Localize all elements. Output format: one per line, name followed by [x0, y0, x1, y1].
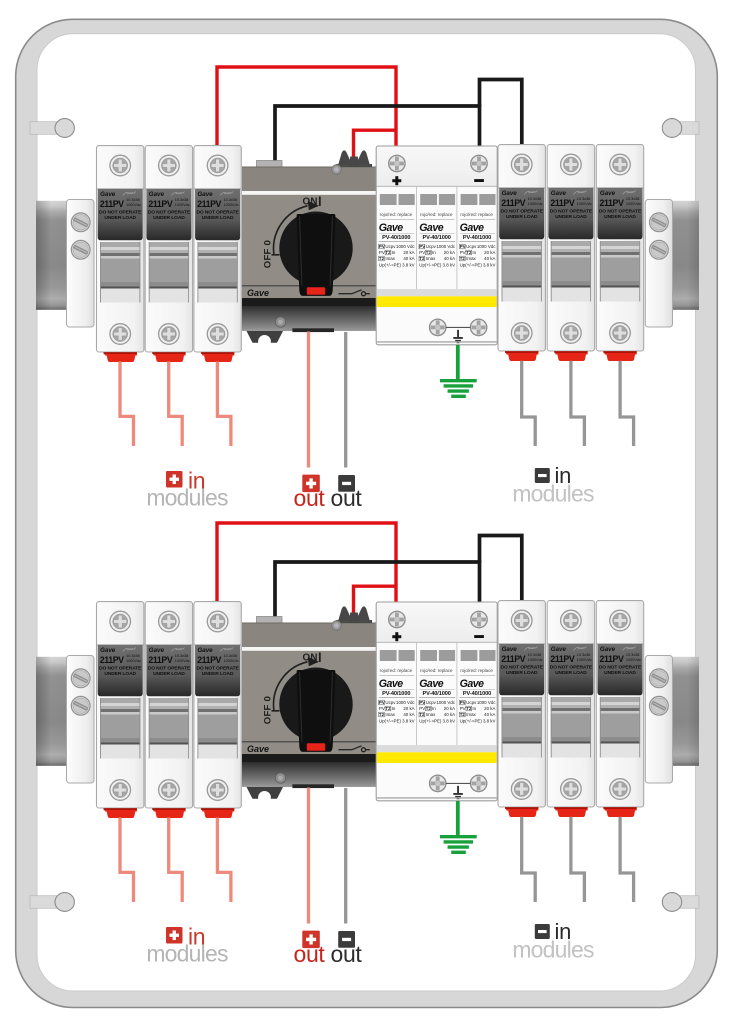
svg-text:OFF 0: OFF 0	[263, 240, 274, 268]
svg-text:in: in	[188, 468, 205, 494]
svg-text:modules: modules	[512, 481, 594, 507]
svg-text:in: in	[555, 463, 572, 488]
svg-text:out: out	[330, 485, 362, 511]
svg-text:modules: modules	[146, 485, 228, 511]
svg-text:out: out	[293, 485, 325, 511]
svg-text:Gave: Gave	[247, 288, 269, 298]
